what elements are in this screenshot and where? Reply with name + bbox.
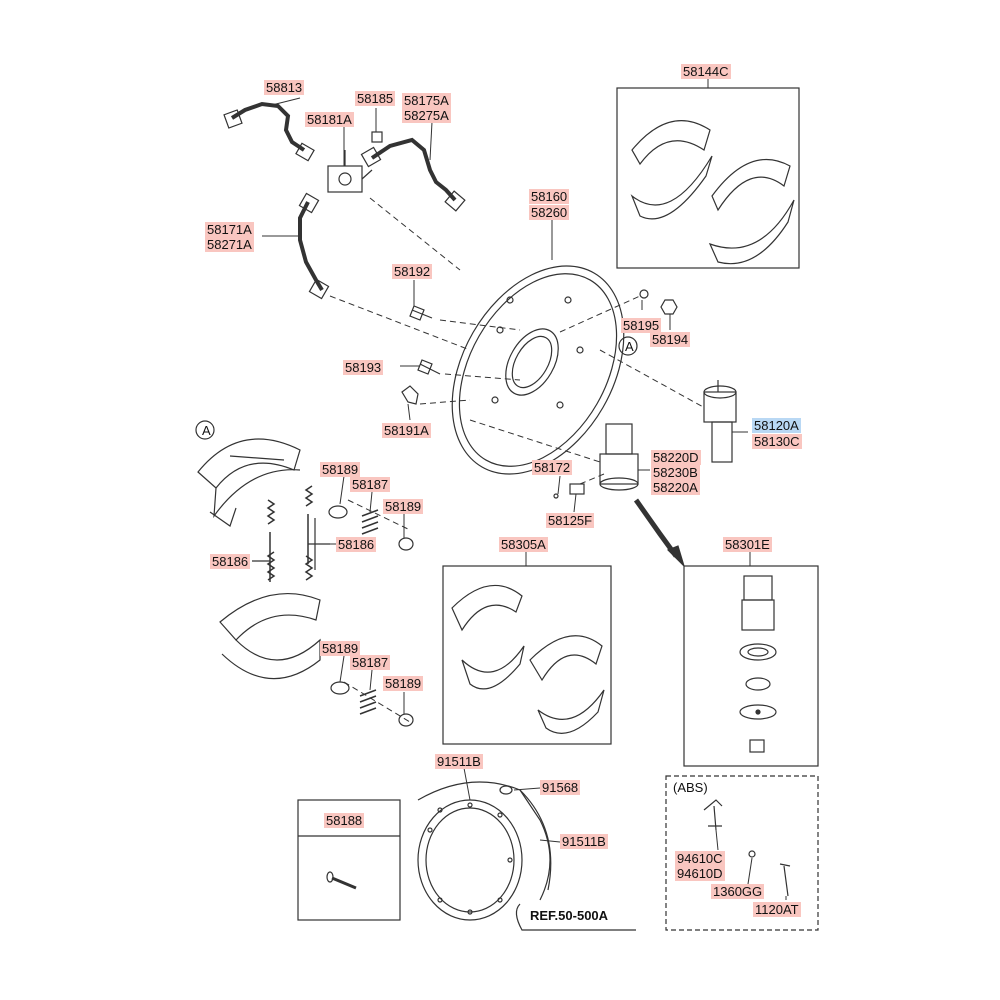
part-label-58160[interactable]: 58160 [529,189,570,204]
washer-58189-upper [398,537,414,551]
spring-58187-upper [361,509,379,535]
part-label-1360GG[interactable]: 1360GG [711,884,765,899]
brake-shoe-lower [219,593,321,680]
part-label-58192[interactable]: 58192 [392,264,433,279]
part-label-91568[interactable]: 91568 [540,780,581,795]
ref-arrow [515,903,636,931]
reference-letter-A-right: A [625,339,634,354]
shoe-kit-box-58305A [442,565,612,745]
shoe-kit-box-58144C [616,87,800,269]
reference-circle-A-right [618,336,638,356]
part-label-58125F[interactable]: 58125F [546,513,595,528]
brake-drum-91511B [417,781,552,921]
part-label-58191A[interactable]: 58191A [382,423,431,438]
pin-box-58188 [297,799,401,921]
part-label-1120AT[interactable]: 1120AT [753,902,801,917]
part-label-58130C[interactable]: 58130C [752,434,802,449]
part-label-58189-2[interactable]: 58189 [383,499,424,514]
shoe-kit-58305A-parts [451,584,605,734]
three-way-connector-58181A [327,165,363,193]
part-label-58194[interactable]: 58194 [650,332,691,347]
cylinder-kit-58301E-parts [739,575,777,753]
part-label-58193[interactable]: 58193 [343,360,384,375]
part-label-58230B[interactable]: 58230B [651,465,700,480]
washer-58195 [639,289,649,299]
brake-shoe-upper [197,438,301,527]
brake-pipe-58175A [370,137,457,202]
part-label-58175A[interactable]: 58175A [402,93,451,108]
washer-1360GG [748,850,756,858]
bleeder-58125F [569,483,585,495]
part-label-58220D[interactable]: 58220D [651,450,701,465]
clip-58191A [401,385,419,405]
brake-pipe-58171A [298,201,324,292]
part-label-58195[interactable]: 58195 [621,318,662,333]
part-label-58181A[interactable]: 58181A [305,112,354,127]
part-label-58305A[interactable]: 58305A [499,537,548,552]
backing-plate-58160 [451,265,625,475]
cup-58189-upper [328,505,348,519]
nut-58194 [660,299,678,315]
shoe-kit-58144C-parts [630,120,795,265]
part-label-58171A[interactable]: 58171A [205,222,254,237]
abs-box [665,775,819,931]
part-label-58186-left[interactable]: 58186 [210,554,251,569]
part-label-58172[interactable]: 58172 [532,460,573,475]
part-label-58189-4[interactable]: 58189 [383,676,424,691]
abs-label: (ABS) [673,780,708,795]
part-label-91511B-top[interactable]: 91511B [435,754,483,769]
reference-letter-A-left: A [202,423,211,438]
bolt-1120AT [779,863,791,897]
part-label-58187-2[interactable]: 58187 [350,655,391,670]
cylinder-kit-box-58301E [683,565,819,767]
washer-58189-lower [398,713,414,727]
part-label-91511B-right[interactable]: 91511B [560,834,608,849]
brake-pipe-58813 [230,101,306,152]
part-label-58186-right[interactable]: 58186 [336,537,377,552]
part-label-58301E[interactable]: 58301E [723,537,772,552]
part-label-94610C[interactable]: 94610C [675,851,725,866]
part-label-58185[interactable]: 58185 [355,91,396,106]
cup-58189-lower [330,681,350,695]
part-label-58813[interactable]: 58813 [264,80,305,95]
part-label-58120A[interactable]: 58120A [752,418,801,433]
bolt-58192 [409,305,433,321]
reference-circle-A-left [195,420,215,440]
wheel-cylinder-58120A [703,380,737,463]
part-label-58220A[interactable]: 58220A [651,480,700,495]
part-label-58189-1[interactable]: 58189 [320,462,361,477]
wheel-cylinder-58220D [599,423,639,491]
screw-91568 [499,785,513,795]
abs-sensor-94610C [703,799,723,831]
reference-label: REF.50-500A [530,908,609,923]
part-label-58271A[interactable]: 58271A [205,237,254,252]
spring-58186-right [304,485,314,564]
part-label-58275A[interactable]: 58275A [402,108,451,123]
pin-58188 [326,871,357,890]
part-label-94610D[interactable]: 94610D [675,866,725,881]
spring-58187-lower [359,689,377,715]
part-label-58187-1[interactable]: 58187 [350,477,391,492]
part-label-58188[interactable]: 58188 [324,813,365,828]
bolt-58193 [417,359,441,375]
part-label-58260[interactable]: 58260 [529,205,570,220]
bleeder-58185 [371,131,383,143]
part-label-58189-3[interactable]: 58189 [320,641,361,656]
part-label-58144C[interactable]: 58144C [681,64,731,79]
